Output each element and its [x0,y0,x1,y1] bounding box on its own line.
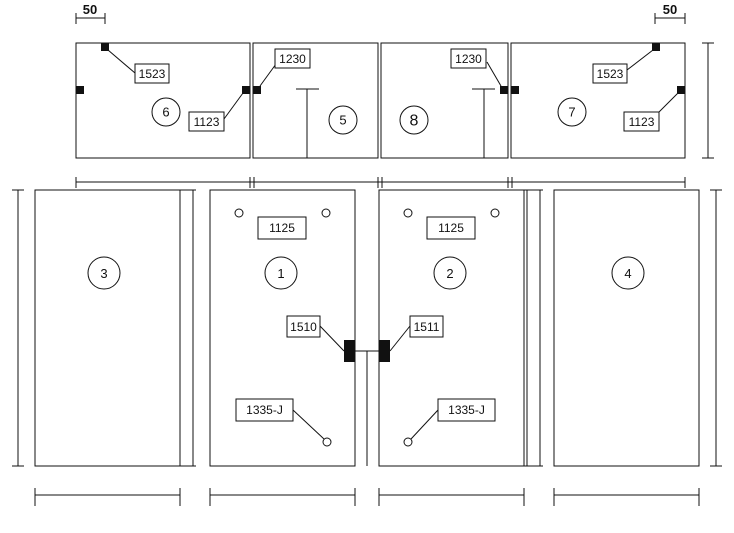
label-p7-right: 1123 [629,115,655,129]
panel-number-7: 7 [568,105,575,120]
label-p6-right: 1123 [194,115,220,129]
lower-height-dimension-left [12,189,24,467]
lower-panel-1: 1125 1 1510 1335-J [209,189,356,467]
label-p6-top: 1523 [139,67,166,81]
label-p8-right: 1230 [455,52,482,66]
upper-panel-7: 7 1523 1123 [510,42,686,159]
dimension-right-label: 50 [663,2,677,17]
upper-panel-5: 5 1230 [252,42,379,159]
upper-height-dimension [702,42,714,159]
lower-panel-4: 4 [553,189,700,467]
panel-number-3: 3 [100,266,107,281]
dimension-left: 50 [75,2,106,24]
center-latch-bar [355,350,379,466]
panel-number-4: 4 [624,266,631,281]
panel-number-6: 6 [162,105,169,120]
lower-width-dimensions [34,488,700,506]
lower-panel-3: 3 [34,189,181,467]
dimension-left-label: 50 [83,2,97,17]
label-p1-bottom: 1335-J [246,403,283,417]
upper-panel-8: 8 1230 [380,42,509,159]
label-p1-latch: 1510 [290,320,317,334]
lower-height-dimension-right [710,189,722,467]
lower-panel-2: 1125 2 1511 1335-J [378,189,525,467]
label-p2-top: 1125 [438,221,464,235]
panel-number-5: 5 [339,113,346,128]
panel-number-2: 2 [446,266,453,281]
panel-number-8: 8 [410,113,419,130]
label-p7-top: 1523 [597,67,624,81]
upper-width-dimension [75,177,686,188]
label-p1-top: 1125 [269,221,295,235]
label-p5-left: 1230 [279,52,306,66]
label-p2-latch: 1511 [414,320,440,334]
panel-number-1: 1 [277,266,284,281]
dimension-right: 50 [654,2,686,24]
label-p2-bottom: 1335-J [448,403,485,417]
upper-panel-6: 6 1523 1123 [75,42,251,159]
